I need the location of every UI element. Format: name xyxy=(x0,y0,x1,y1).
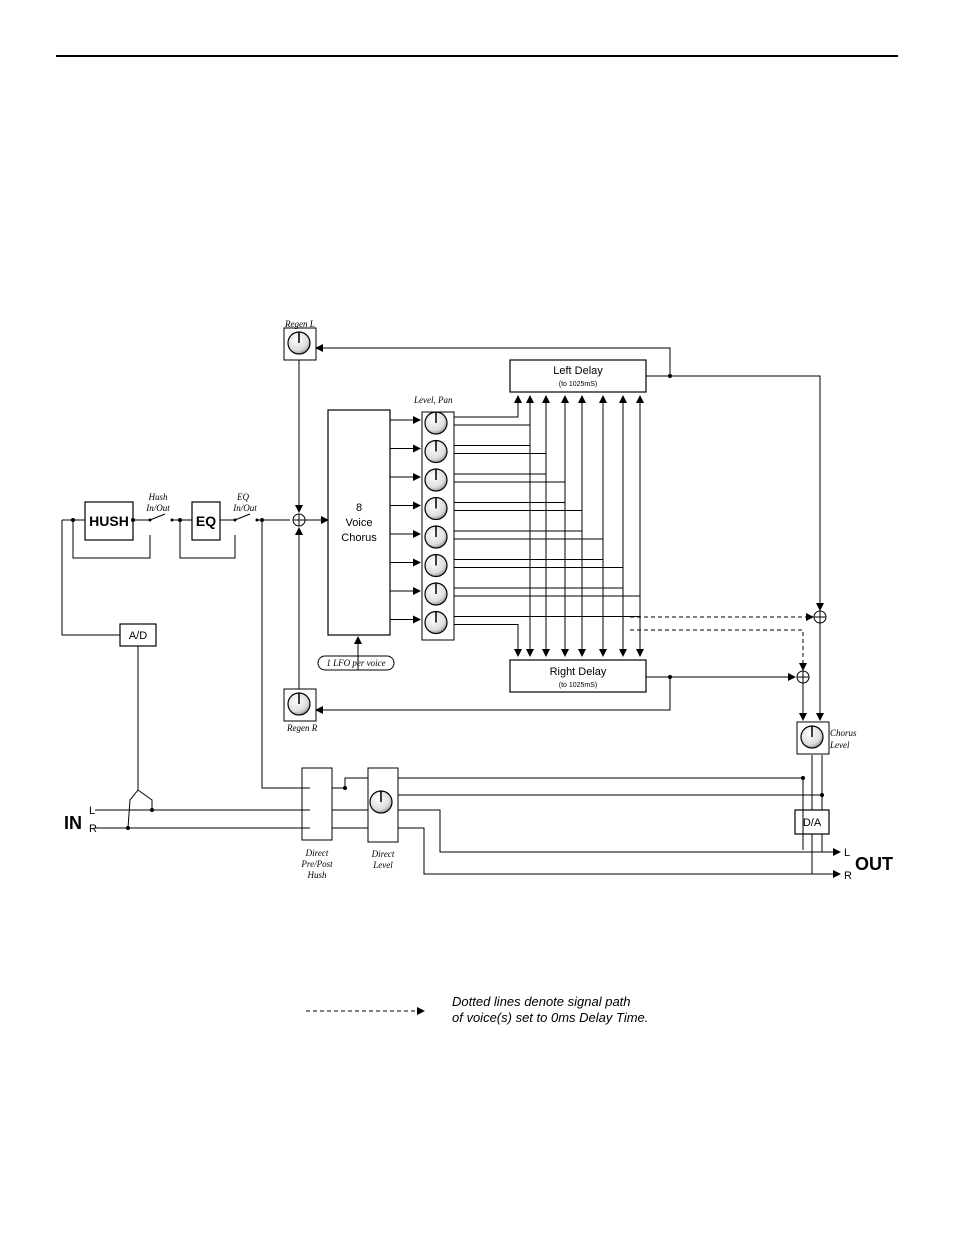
right-delay-tap xyxy=(454,481,569,657)
chorus-line1: 8 xyxy=(356,502,362,514)
in-r-label: R xyxy=(89,823,97,835)
lfo-label: 1 LFO per voice xyxy=(326,658,385,668)
left-delay-label: Left Delay xyxy=(553,365,603,377)
direct-prepost-3: Hush xyxy=(306,870,327,880)
legend: Dotted lines denote signal path of voice… xyxy=(452,994,648,1026)
eq-label: EQ xyxy=(196,513,216,529)
chorus-block xyxy=(327,409,391,636)
right-delay-sub: (to 1025mS) xyxy=(559,682,598,689)
hush-inout-2: In/Out xyxy=(145,503,170,513)
right-delay-tap xyxy=(454,538,607,657)
level-pan-knob xyxy=(424,411,448,435)
level-pan-knob xyxy=(424,610,448,635)
legend-line1: Dotted lines denote signal path xyxy=(452,994,631,1009)
eq-block xyxy=(191,501,221,541)
level-pan-knob xyxy=(424,582,448,606)
out-l-label: L xyxy=(844,847,850,859)
regen-r-knob xyxy=(283,688,317,722)
out-label: OUT xyxy=(855,854,893,874)
left-delay-tap xyxy=(454,395,550,475)
direct-prepost-switch xyxy=(301,767,333,841)
right-delay-block xyxy=(509,659,647,693)
chorus-level-knob xyxy=(796,721,830,755)
eq-inout-2: In/Out xyxy=(232,503,257,513)
right-delay-label: Right Delay xyxy=(550,666,607,678)
direct-prepost-1: Direct xyxy=(305,848,329,858)
left-delay-tap xyxy=(454,395,522,418)
right-delay-tap xyxy=(454,567,627,657)
direct-level-2: Level xyxy=(372,860,393,870)
direct-level-1: Direct xyxy=(371,849,395,859)
left-delay-tap xyxy=(454,395,569,503)
level-pan-label: Level, Pan xyxy=(413,395,453,405)
level-pan-knob xyxy=(424,525,448,549)
in-label: IN xyxy=(64,813,82,833)
direct-level-block xyxy=(367,767,399,843)
regen-l-label: Regen L xyxy=(284,319,315,329)
chorus-line3: Chorus xyxy=(341,532,377,544)
right-delay-tap xyxy=(454,453,550,657)
left-delay-sub: (to 1025mS) xyxy=(559,381,598,388)
regen-r-label: Regen R xyxy=(286,723,318,733)
hush-inout-1: Hush xyxy=(147,492,168,502)
chorus-level-2: Level xyxy=(829,740,850,750)
chorus-line2: Voice xyxy=(346,517,373,529)
level-pan-knob xyxy=(424,553,448,578)
level-pan-knob xyxy=(424,439,448,464)
direct-prepost-2: Pre/Post xyxy=(300,859,333,869)
ad-label: A/D xyxy=(129,630,147,642)
right-delay-tap xyxy=(454,624,522,657)
hush-label: HUSH xyxy=(89,513,129,529)
da-label: D/A xyxy=(803,817,822,829)
direct-level-knob xyxy=(369,790,393,814)
right-delay-tap xyxy=(454,595,644,657)
level-pan-knob xyxy=(424,468,448,492)
left-delay-tap xyxy=(454,395,586,532)
regen-l-knob xyxy=(283,327,317,361)
left-delay-tap xyxy=(454,395,644,617)
in-l-label: L xyxy=(89,805,95,817)
left-delay-tap xyxy=(454,395,627,589)
right-delay-tap xyxy=(454,424,534,657)
left-delay-tap xyxy=(454,395,607,560)
lfo-label-box xyxy=(317,655,395,671)
eq-inout-1: EQ xyxy=(236,492,249,502)
level-pan-knob xyxy=(424,496,448,521)
left-delay-tap xyxy=(454,395,534,446)
out-r-label: R xyxy=(844,870,852,882)
chorus-level-1: Chorus xyxy=(830,728,857,738)
legend-line2: of voice(s) set to 0ms Delay Time. xyxy=(452,1010,649,1025)
top-rule xyxy=(56,55,898,57)
